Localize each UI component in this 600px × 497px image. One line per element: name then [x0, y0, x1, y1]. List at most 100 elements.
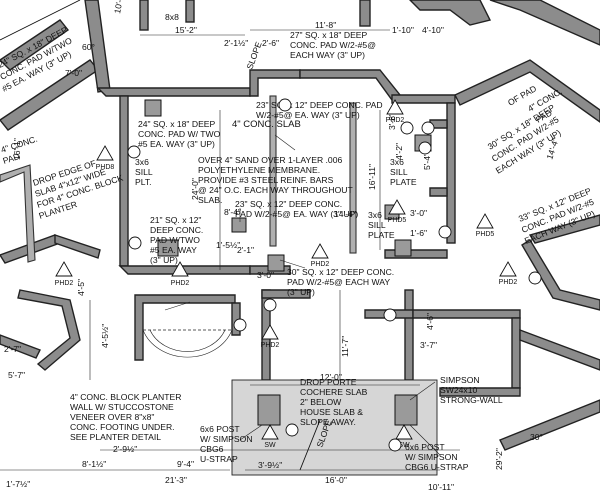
dim-12-0: 12'-0" — [320, 372, 342, 382]
sill-rb-1: 3x6 — [368, 210, 382, 220]
leader-simpson — [409, 381, 436, 401]
right-wing-lower — [521, 239, 600, 311]
dim-21-3: 21'-3" — [165, 475, 187, 485]
pad-top-note: 27" SQ. x 18" DEEP CONC. PAD W/2-#5@ EAC… — [290, 30, 376, 60]
pad-cu-1: 23" SQ. x 12" DEEP CONC. PAD — [256, 100, 383, 110]
tag-phd2-a: PHD2 — [55, 261, 74, 287]
sill-plate-right-a: 3x6 SILL PLATE — [390, 157, 417, 187]
slab-title: 4" CONC. SLAB — [232, 119, 301, 130]
tag-label: PHD2 — [311, 261, 330, 268]
dim-4-5-half: 4'-5½" — [100, 324, 110, 348]
pad-lm-2: DEEP CONC. — [150, 225, 203, 235]
pad-b — [231, 217, 247, 233]
dim-24-0: 24'-0" — [190, 178, 200, 200]
dim-9-4: 9'-4" — [177, 459, 194, 469]
planter-arc-outer — [142, 329, 233, 358]
tag-label: PHD8 — [96, 164, 115, 171]
dim-4-10: 4'-10" — [422, 25, 444, 35]
tag-triangle — [476, 213, 494, 229]
north-wall-right — [299, 69, 402, 101]
pad-c — [157, 239, 179, 257]
simpson-2: SW24x10 — [440, 385, 477, 395]
leader-planter — [164, 301, 191, 311]
porte-wall-right — [404, 289, 414, 381]
leader-slab — [274, 134, 296, 151]
tag-label: PHD2 — [55, 280, 74, 287]
tag-phd5-b: PHD5 — [476, 213, 494, 238]
dim-3-7: 3'-7" — [420, 340, 437, 350]
left-bay-wall-2 — [54, 234, 101, 259]
simpson-note: SIMPSON SW24x10 STRONG-WALL — [440, 375, 503, 405]
slab-spec-5: SLAB. — [198, 195, 222, 205]
north-wall-bump — [249, 69, 301, 97]
dim-3-8: 3'-8" — [387, 113, 397, 130]
dim-4-2: 4'-2" — [394, 143, 404, 160]
tag-triangle — [261, 424, 279, 440]
south-wall-right — [384, 249, 448, 259]
left-bay-wall-3 — [17, 289, 81, 371]
slab-spec-2: POLYETHYLENE MEMBRANE. — [198, 165, 320, 175]
sill-ra-2: SILL — [390, 167, 408, 177]
planter-top-wall — [134, 294, 236, 361]
pad-d — [267, 254, 285, 272]
dim-11-8: 11'-8" — [315, 20, 336, 30]
leader-post-right — [409, 424, 441, 456]
pad-b-2: PAD W/2-#5@ EACH WAY — [287, 277, 390, 287]
tag-triangle — [261, 324, 279, 340]
dim-16-0: 16'-0" — [325, 475, 347, 485]
top-right-wall — [409, 0, 492, 26]
tags: PHD2 PHD2 PHD2 PHD5 PHD5 PHD8 PHD2 PHD2 — [55, 98, 542, 452]
post-right-2: W/ SIMPSON — [405, 452, 458, 462]
right-wing-mid — [528, 214, 600, 244]
top-wall-c — [359, 0, 371, 27]
pad-b-3: (3" UP) — [287, 287, 315, 297]
dim-3-9-half: 3'-9½" — [258, 460, 282, 470]
sill-plate-note: 3x6 SILL PLT. — [135, 157, 153, 187]
slab-spec-1: OVER 4" SAND OVER 1-LAYER .006 — [198, 155, 342, 165]
section-circle — [263, 298, 277, 312]
dim-1-7-half: 1'-7½" — [6, 479, 30, 489]
dimension-labels: 8x8 15'-2" 11'-8" 2'-1½" 2'-6" 1'-10" 4'… — [4, 0, 561, 492]
tag-triangle — [55, 261, 73, 277]
sill-ra-1: 3x6 — [390, 157, 404, 167]
sill-plate-right-b: 3x6 SILL PLATE — [368, 210, 395, 240]
pad-center-upper-note: 23" SQ. x 12" DEEP CONC. PAD W/2-#5@ EA.… — [256, 100, 383, 120]
dim-7-0: 7'-0" — [65, 68, 82, 78]
dim-8-4: 8'-4" — [224, 207, 241, 217]
sill-ra-3: PLATE — [390, 177, 417, 187]
section-circle — [233, 318, 247, 332]
pad-lu-2: CONC. PAD W/ TWO — [138, 129, 221, 139]
east-wall — [446, 102, 456, 244]
slab-spec-4: @ 24" O.C. EACH WAY THROUGHOUT — [198, 185, 353, 195]
planter-5: SEE PLANTER DETAIL — [70, 432, 161, 442]
section-circle — [421, 121, 435, 135]
porte-5: SLOPE AWAY. — [300, 417, 356, 427]
dim-1-6: 1'-6" — [410, 228, 427, 238]
dim-1-10: 1'-10" — [392, 25, 414, 35]
slope-arrow-line — [299, 419, 321, 471]
simpson-3: STRONG-WALL — [440, 395, 503, 405]
porte-cochere-note: DROP PORTE COCHERE SLAB 2" BELOW HOUSE S… — [300, 377, 368, 427]
pad-a — [144, 99, 162, 117]
pad-top-1: 27" SQ. x 18" DEEP — [290, 30, 368, 40]
tag-phd2-e: PHD2 — [499, 261, 517, 286]
post-left-2: W/ SIMPSON — [200, 434, 253, 444]
dim-2-1: 2'-1" — [237, 245, 254, 255]
planter-3: VENEER OVER 8"x8" — [70, 412, 154, 422]
post-right-1: 6x6 POST — [405, 442, 445, 452]
top-wall-a — [139, 0, 149, 31]
top-wall-b — [185, 0, 195, 23]
left-drop-edge — [0, 164, 36, 263]
planter-2: WALL W/ STUCCOSTONE — [70, 402, 174, 412]
section-circle — [278, 98, 292, 112]
top-walls — [139, 0, 600, 46]
dim-16-1: 16'-1" — [12, 138, 22, 160]
east-wall-jog2 — [429, 187, 448, 197]
section-circle — [128, 236, 142, 250]
slab-spec-3: PROVIDE #3 STEEL REINF. BARS — [198, 175, 334, 185]
porte-4: HOUSE SLAB & — [300, 407, 363, 417]
section-circle — [528, 271, 542, 285]
dim-10-0: 10'-0" — [112, 0, 126, 14]
slab-note: 4" CONC. SLAB OVER 4" SAND OVER 1-LAYER … — [198, 119, 353, 205]
tag-label: PHD5 — [388, 217, 407, 224]
